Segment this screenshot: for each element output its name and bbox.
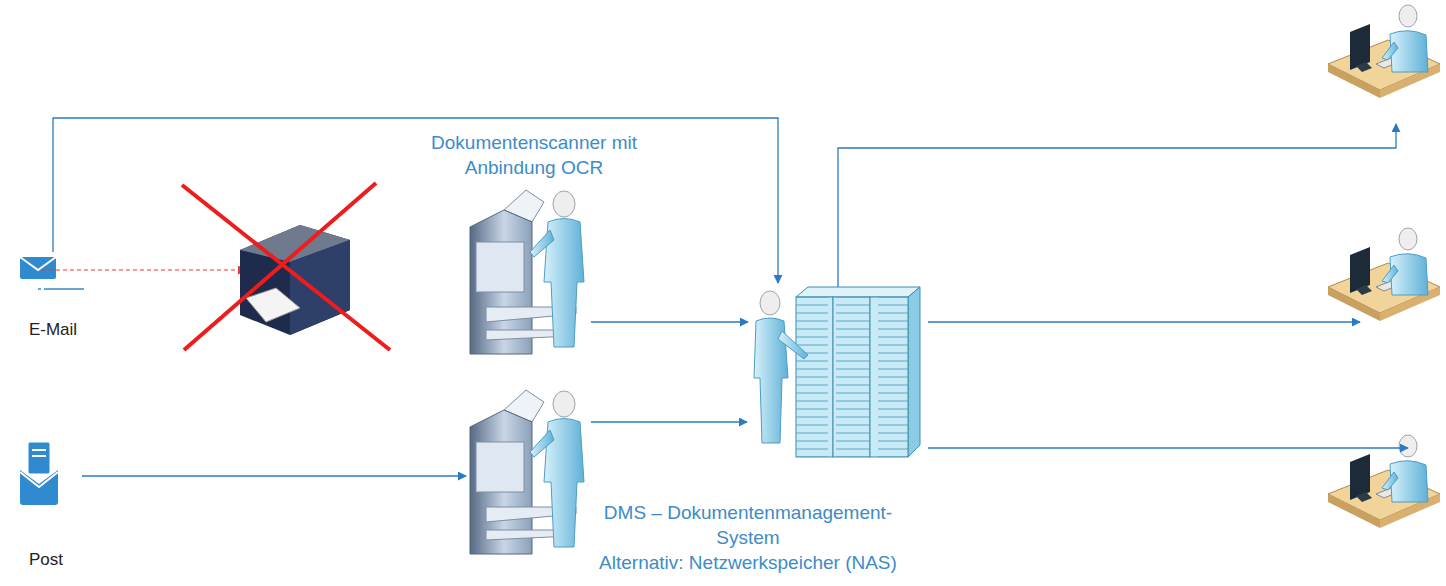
scanner-figure [470,390,584,554]
workstation-figure [1328,228,1440,321]
dms-node: DMS – Dokumentenmanagement-SystemAlterna… [748,283,928,463]
scanner-label: Dokumentenscanner mit Anbindung OCR [394,130,674,180]
scanner-node: Dokumentenscanner mit Anbindung OCR [466,182,591,357]
node-label: Post [27,550,65,570]
email-icon [20,257,84,289]
wires [82,124,1408,476]
connector [591,321,748,322]
nas-label: Alternativ: Netzwerkspeicher (NAS) [588,550,908,575]
post-node: Post [16,440,76,570]
fax-crossed [42,183,390,350]
node-heading: Dokumentenscanner mit Anbindung OCR [394,130,674,180]
dms-label: DMS – Dokumentenmanagement-System [600,500,896,550]
node-label: E-Mail [27,320,79,340]
server-figure [754,287,920,457]
email-node: E-Mail [16,252,90,340]
workstation-figure [1328,5,1440,98]
post-icon [20,442,58,505]
workstation-figure [1328,435,1440,528]
scanner-figure [470,190,584,354]
connector [53,118,778,283]
node-heading: DMS – Dokumentenmanagement-SystemAlterna… [588,500,908,575]
